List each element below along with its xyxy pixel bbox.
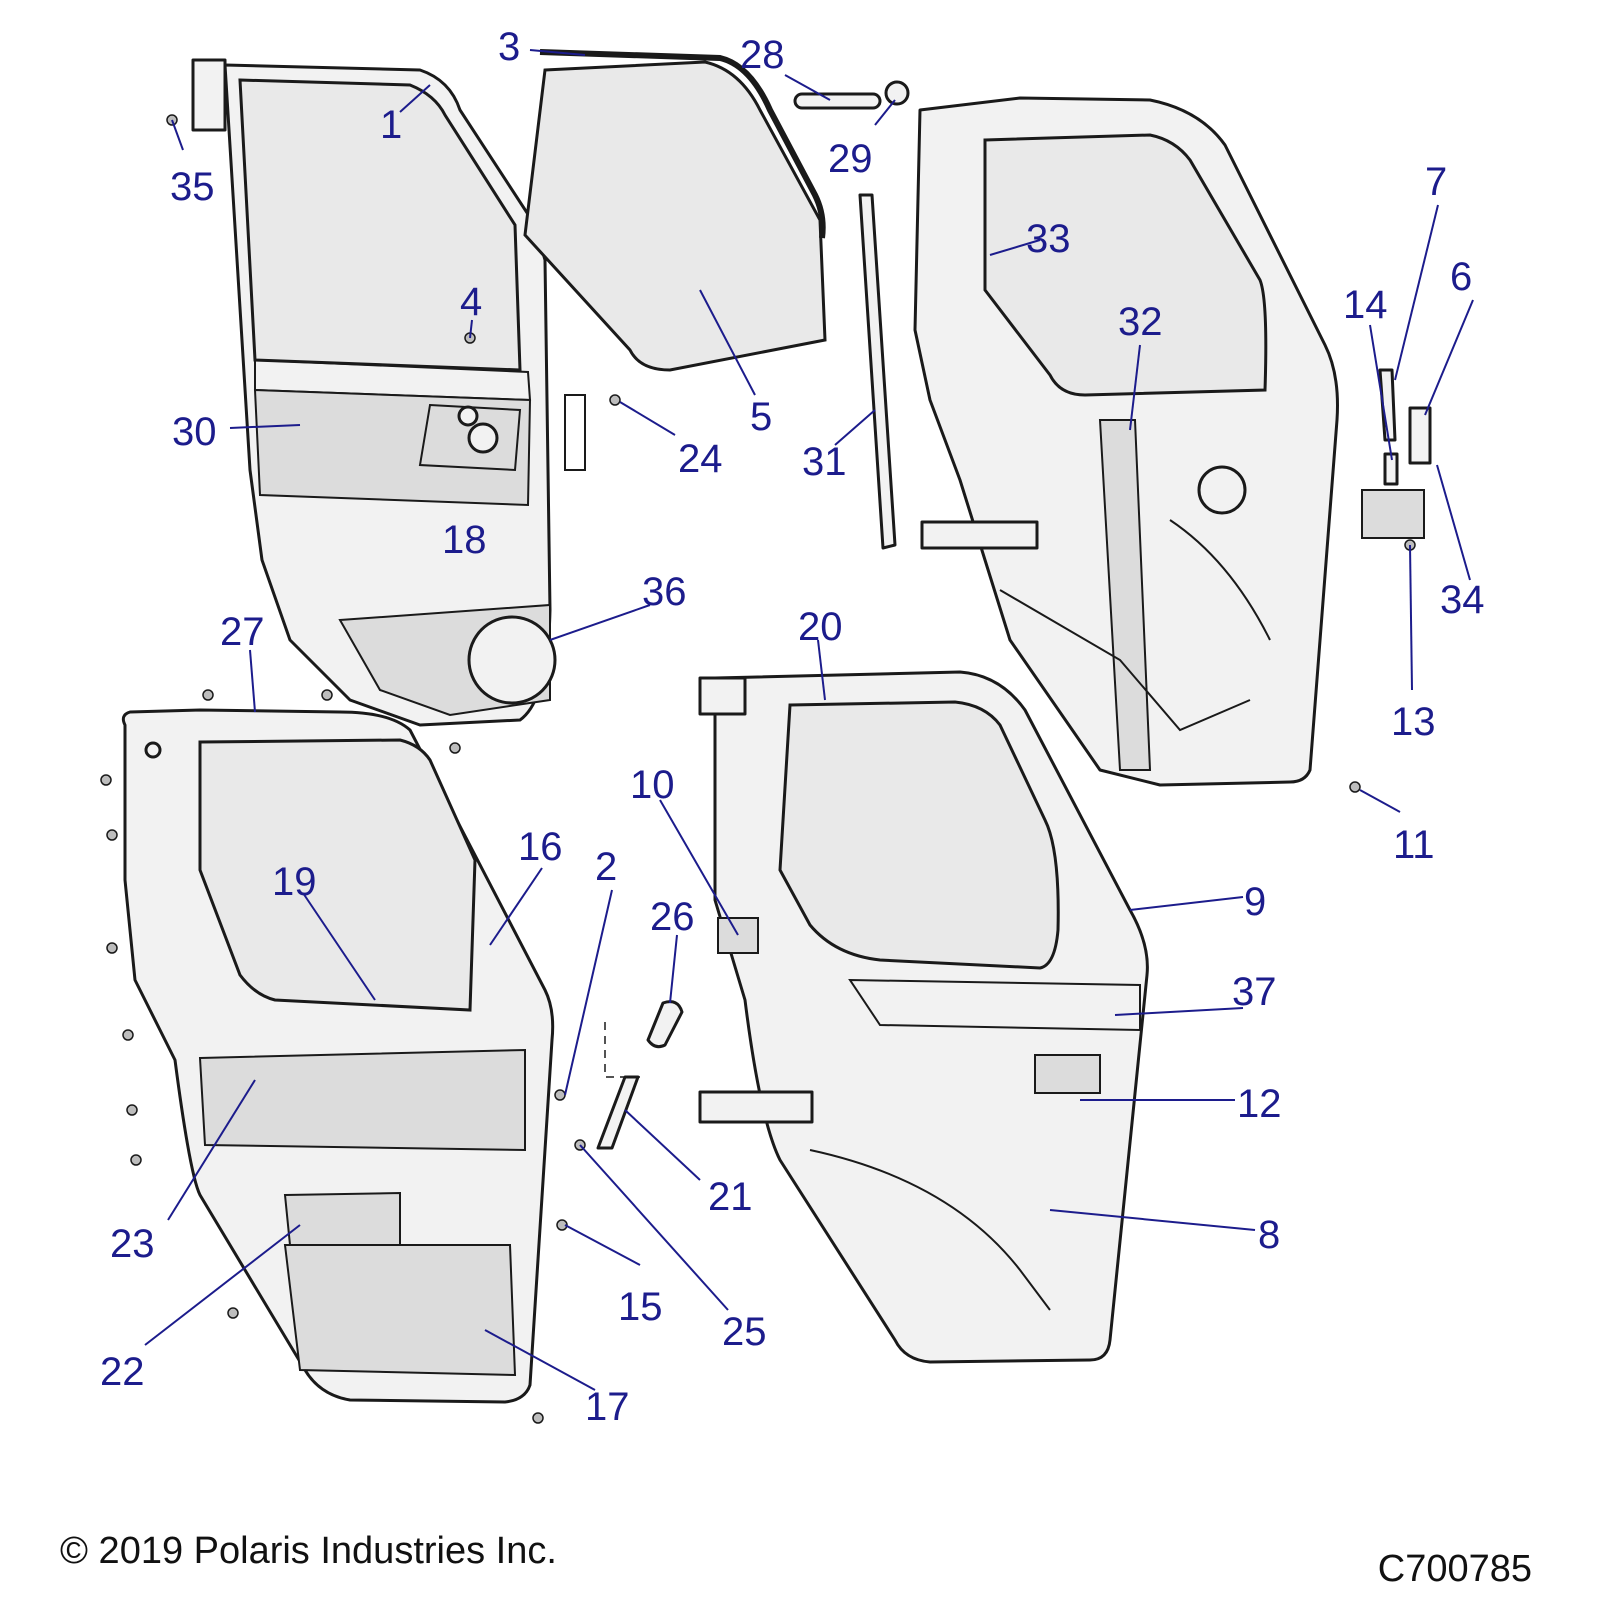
callout-32: 32	[1118, 300, 1163, 344]
callout-21: 21	[708, 1175, 753, 1219]
callout-24: 24	[678, 437, 723, 481]
callout-11: 11	[1393, 823, 1435, 867]
bracket-part	[596, 1075, 640, 1150]
callout-18: 18	[442, 518, 487, 562]
outer-door-part	[698, 670, 1149, 1364]
cap-part	[884, 80, 910, 106]
callout-7: 7	[1425, 160, 1447, 204]
latch-hardware-part	[1361, 368, 1432, 539]
callout-29: 29	[828, 137, 873, 181]
callout-19: 19	[272, 860, 317, 904]
callout-15: 15	[618, 1285, 663, 1329]
callout-labels: 1 2 3 4 5 6 7 8 9 10 11 12 13 14 15 16 1…	[100, 25, 1485, 1429]
callout-10: 10	[630, 763, 675, 807]
callout-14: 14	[1343, 283, 1388, 327]
callout-13: 13	[1391, 700, 1436, 744]
callout-4: 4	[460, 280, 482, 324]
callout-34: 34	[1440, 578, 1485, 622]
callout-37: 37	[1232, 970, 1277, 1014]
callout-12: 12	[1237, 1082, 1282, 1126]
callout-6: 6	[1450, 255, 1472, 299]
inner-door-part	[913, 96, 1339, 787]
callout-36: 36	[642, 570, 687, 614]
handle-part	[646, 1000, 684, 1049]
callout-1: 1	[380, 103, 402, 147]
callout-26: 26	[650, 895, 695, 939]
callout-22: 22	[100, 1350, 145, 1394]
callout-31: 31	[802, 440, 847, 484]
callout-35: 35	[170, 165, 215, 209]
seal-strip-part	[539, 49, 826, 239]
callout-25: 25	[722, 1310, 767, 1354]
channel-part	[858, 193, 897, 550]
callout-28: 28	[740, 33, 785, 77]
callout-3: 3	[498, 25, 520, 69]
callout-2: 2	[595, 845, 617, 889]
callout-27: 27	[220, 610, 265, 654]
copyright-notice: © 2019 Polaris Industries Inc.	[60, 1530, 557, 1572]
drawing-number: C700785	[1377, 1548, 1532, 1590]
leader-lines	[144, 49, 1474, 1391]
inner-trim-panel-part	[121, 708, 555, 1404]
callout-20: 20	[798, 605, 843, 649]
window-glass-part	[523, 60, 827, 372]
callout-23: 23	[110, 1222, 155, 1266]
callout-30: 30	[172, 410, 217, 454]
callout-33: 33	[1026, 217, 1071, 261]
callout-9: 9	[1244, 880, 1266, 924]
strap-part	[793, 92, 882, 110]
callout-5: 5	[750, 395, 772, 439]
callout-16: 16	[518, 825, 563, 869]
callout-8: 8	[1258, 1213, 1280, 1257]
door-frame-part	[191, 58, 586, 727]
callout-17: 17	[585, 1385, 630, 1429]
